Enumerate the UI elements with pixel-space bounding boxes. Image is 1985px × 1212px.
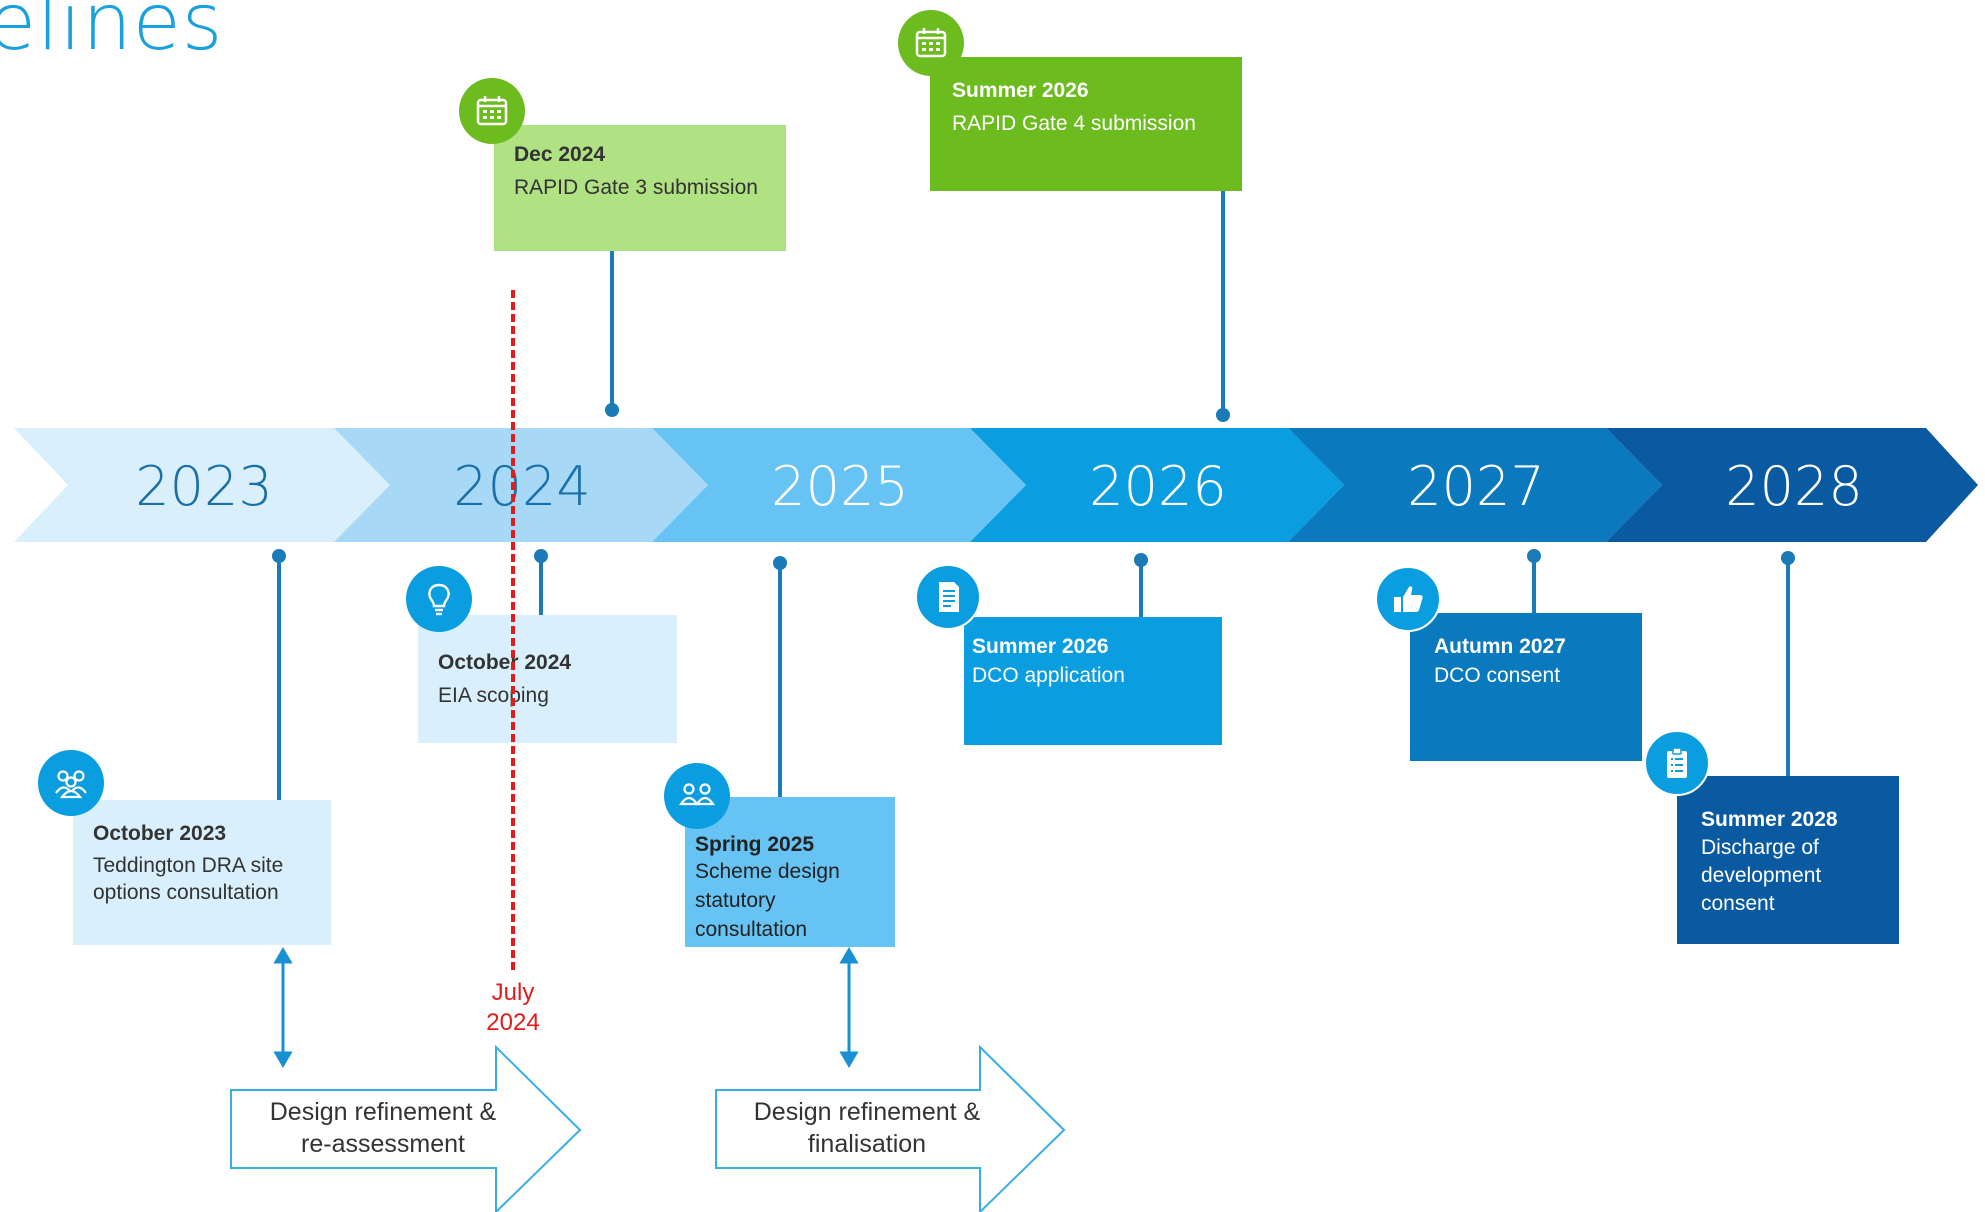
milestone-date: October 2023: [93, 822, 227, 845]
people-icon: [664, 763, 730, 829]
connector-dot: [605, 403, 619, 417]
milestone-card-oct-2024: October 2024 EIA scoping: [418, 615, 677, 743]
milestone-card-summer-2028: Summer 2028 Discharge of development con…: [1677, 776, 1899, 944]
phase-label-1: Design refinement & re-assessment: [269, 1098, 497, 1158]
connector-stem: [277, 556, 281, 802]
milestone-date: October 2024: [438, 651, 572, 674]
clipboard-icon: [1644, 730, 1710, 796]
milestone-date: Summer 2026: [952, 79, 1089, 102]
band-segment-2027: [1288, 428, 1662, 542]
band-segment-2028: [1606, 428, 1978, 542]
milestone-card-autumn-2027: Autumn 2027 DCO consent: [1410, 613, 1642, 761]
milestone-desc: DCO application: [972, 664, 1125, 687]
milestone-date: Summer 2026: [972, 635, 1109, 658]
milestone-desc: DCO consent: [1434, 664, 1561, 687]
document-icon: [915, 564, 981, 630]
page-title: elines: [0, 0, 224, 68]
milestone-desc: RAPID Gate 4 submission: [952, 112, 1196, 135]
connector-stem: [1532, 556, 1536, 614]
year-label-2024: 2024: [453, 455, 591, 518]
calendar-icon: [898, 10, 964, 76]
milestone-date: Dec 2024: [514, 143, 606, 166]
phase-connector-2: [839, 947, 859, 1068]
milestone-card-spring-2025: Spring 2025 Scheme design statutory cons…: [685, 797, 895, 947]
milestone-desc: Scheme design statutory consultation: [695, 860, 840, 941]
milestone-card-summer-2026-gate4: Summer 2026 RAPID Gate 4 submission: [930, 57, 1242, 191]
people-icon: [38, 750, 104, 816]
milestone-desc: Discharge of development consent: [1701, 836, 1822, 915]
calendar-icon: [459, 78, 525, 144]
milestone-desc: RAPID Gate 3 submission: [514, 176, 758, 199]
connector-stem: [1221, 190, 1225, 414]
year-label-2025: 2025: [771, 455, 909, 518]
phase-label-2: Design refinement & finalisation: [753, 1098, 981, 1158]
year-label-2027: 2027: [1407, 455, 1545, 518]
connector-stem: [1786, 558, 1790, 778]
milestone-card-dec-2024: Dec 2024 RAPID Gate 3 submission: [494, 125, 786, 251]
year-label-2026: 2026: [1089, 455, 1227, 518]
lightbulb-icon: [406, 566, 472, 632]
connector-dot: [1216, 408, 1230, 422]
milestone-card-summer-2026-dco: Summer 2026 DCO application: [964, 617, 1222, 745]
milestone-date: Spring 2025: [695, 833, 815, 856]
band-segment-2026: [970, 428, 1344, 542]
connector-stem: [610, 250, 614, 410]
current-date-marker: [511, 290, 515, 970]
connector-stem: [539, 556, 543, 616]
phase-arrow-1: [230, 1044, 582, 1212]
phase-connector-1: [273, 947, 293, 1068]
milestone-desc: Teddington DRA site options consultation: [93, 854, 284, 904]
year-label-2028: 2028: [1725, 455, 1863, 518]
band-segment-2023: [14, 428, 390, 542]
band-segment-2024: [334, 428, 708, 542]
current-date-label: July 2024: [486, 979, 540, 1036]
connector-stem: [1139, 560, 1143, 618]
thumbs-up-icon: [1375, 566, 1441, 632]
phase-arrow-2: [715, 1044, 1066, 1212]
milestone-date: Summer 2028: [1701, 808, 1838, 831]
year-label-2023: 2023: [135, 455, 273, 518]
connector-stem: [778, 563, 782, 799]
milestone-card-oct-2023: October 2023 Teddington DRA site options…: [73, 800, 331, 945]
milestone-date: Autumn 2027: [1434, 635, 1566, 658]
band-segment-2025: [652, 428, 1026, 542]
milestone-desc: EIA scoping: [438, 684, 549, 707]
